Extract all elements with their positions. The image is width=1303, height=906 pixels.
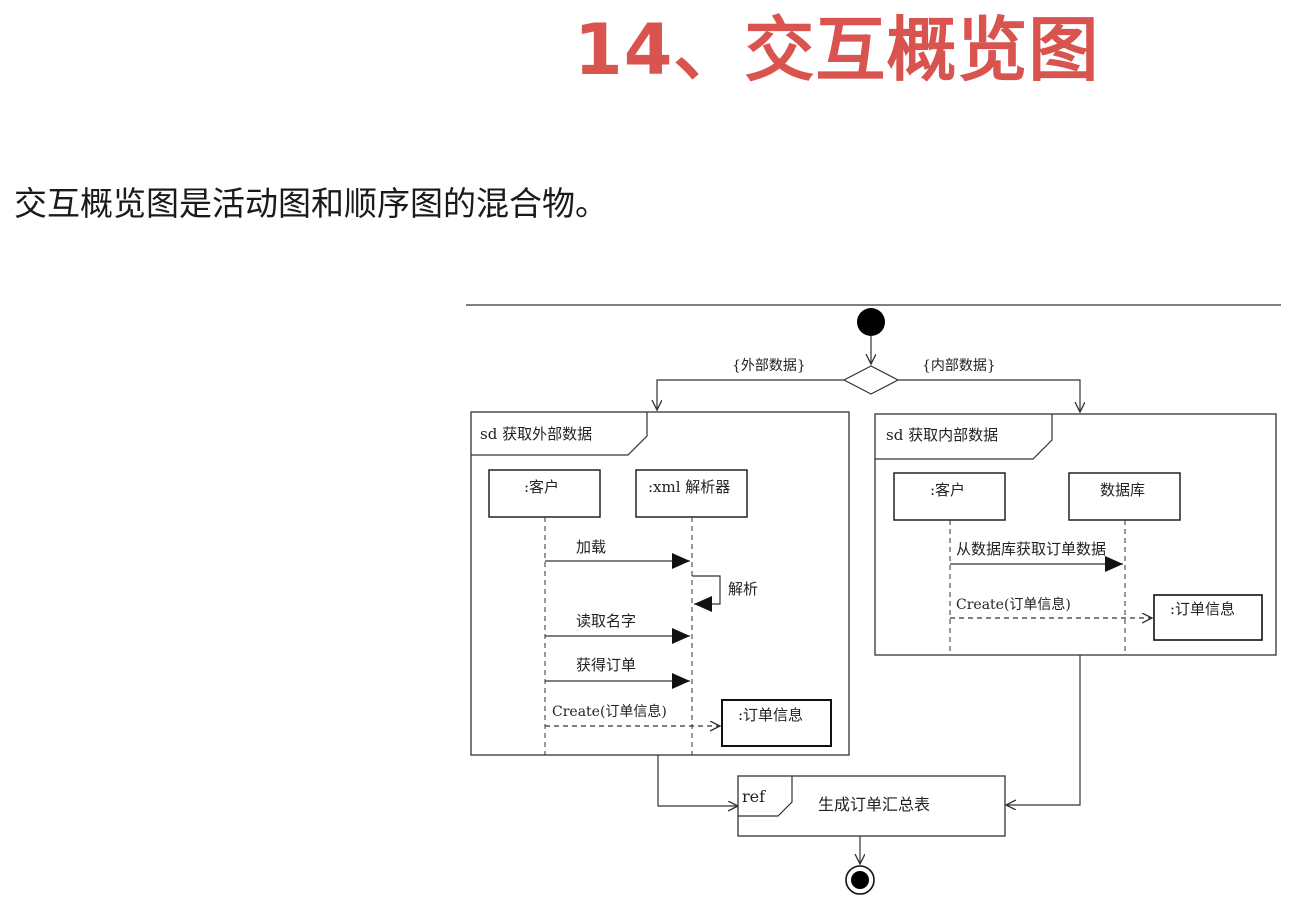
final-node-inner (851, 871, 869, 889)
frame-external: sd 获取外部数据 :客户 :xml 解析器 加载 解析 读取名字 获得订单 C… (470, 411, 850, 756)
msg-parse-label: 解析 (728, 580, 758, 598)
order-info2-box (1153, 594, 1263, 641)
msg-parse-arrow (692, 575, 721, 612)
frame-internal-label: sd 获取内部数据 (886, 426, 998, 444)
lifeline-parser-label: :xml 解析器 (648, 478, 730, 496)
frame-external-label: sd 获取外部数据 (480, 425, 592, 443)
flow-internal-to-ref (1006, 655, 1081, 805)
lifeline-client-label: :客户 (524, 478, 559, 496)
lifeline-db-label: 数据库 (1100, 481, 1145, 499)
decision-node (842, 365, 900, 395)
order-info2-label: :订单信息 (1170, 600, 1235, 618)
lifeline-client2-box (893, 472, 1006, 521)
msg-load-label: 加载 (576, 538, 606, 556)
lifeline-client2-label: :客户 (930, 481, 965, 499)
guard-internal: {内部数据} (922, 358, 996, 374)
initial-node (857, 308, 885, 336)
ref-tag: ref (742, 787, 766, 806)
branch-external (657, 379, 844, 410)
msg-read-name-label: 读取名字 (576, 612, 636, 630)
intro-text: 交互概览图是活动图和顺序图的混合物。 (14, 184, 608, 223)
msg-get-order-label: 获得订单 (576, 656, 636, 674)
ref-label: 生成订单汇总表 (818, 795, 930, 814)
msg-create2-label: Create(订单信息) (956, 596, 1071, 613)
ref-frame: ref 生成订单汇总表 (737, 775, 1006, 837)
order-info-label: :订单信息 (738, 706, 803, 724)
order-info-box (721, 699, 832, 747)
msg-fetch-label: 从数据库获取订单数据 (956, 540, 1106, 558)
msg-create-label: Create(订单信息) (552, 703, 667, 720)
page-title: 14、交互概览图 (574, 9, 1100, 91)
guard-external: {外部数据} (732, 358, 806, 374)
branch-internal (898, 379, 1080, 412)
lifeline-parser-box (635, 469, 748, 518)
flow-external-to-ref (657, 755, 738, 806)
frame-internal: sd 获取内部数据 :客户 数据库 从数据库获取订单数据 Create(订单信息… (874, 413, 1277, 656)
